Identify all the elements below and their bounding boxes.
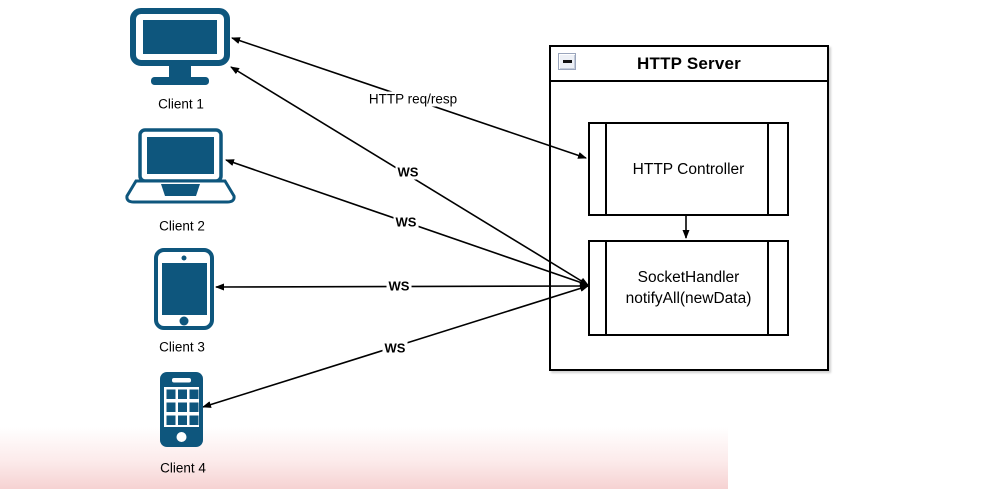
- connection-label-ws-client4: WS: [382, 340, 408, 356]
- client-3-tablet-icon: [154, 248, 214, 330]
- server-title: HTTP Server: [637, 53, 741, 73]
- component-side-bar: [605, 242, 607, 334]
- client-1-label: Client 1: [158, 96, 204, 112]
- minimize-icon: [562, 60, 572, 63]
- bottom-gradient-band: [0, 427, 728, 489]
- connection-label-ws-client3: WS: [386, 278, 412, 294]
- client-1-desktop-icon: [130, 8, 230, 85]
- component-side-bar: [767, 242, 769, 334]
- client-4-label: Client 4: [160, 460, 206, 476]
- socket-handler-sublabel: notifyAll(newData): [625, 290, 752, 307]
- connection-label-http-reqresp: HTTP req/resp: [366, 91, 460, 107]
- component-side-bar: [767, 124, 769, 214]
- socket-handler-label: SocketHandler: [637, 269, 740, 286]
- minimize-button[interactable]: [558, 53, 576, 70]
- server-titlebar: HTTP Server: [551, 47, 827, 82]
- client-3-label: Client 3: [159, 339, 205, 355]
- http-controller-label: HTTP Controller: [632, 160, 745, 178]
- client-2-label: Client 2: [159, 218, 205, 234]
- connection-label-ws-client2: WS: [393, 214, 419, 230]
- client-2-laptop-icon: [125, 128, 236, 204]
- connection-label-ws-client1: WS: [395, 164, 421, 180]
- socket-handler-box: SocketHandler notifyAll(newData): [588, 240, 789, 336]
- http-controller-box: HTTP Controller: [588, 122, 789, 216]
- component-side-bar: [605, 124, 607, 214]
